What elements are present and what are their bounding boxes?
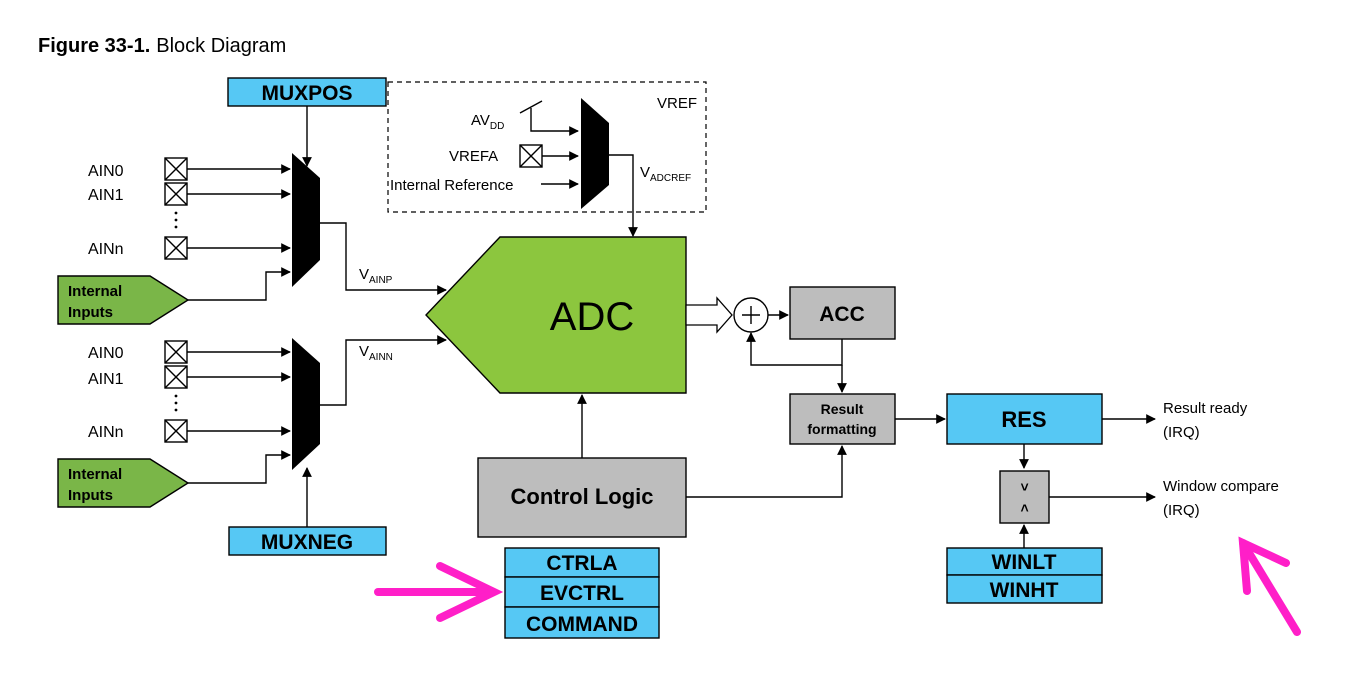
neg-ain1-label: AIN1 xyxy=(88,371,124,388)
result-formatting-block xyxy=(789,393,896,445)
vadcref-wire xyxy=(609,154,638,237)
vainn-label: VAINN xyxy=(359,343,393,363)
vrefa-label: VREFA xyxy=(449,148,498,165)
pos-ellipsis-dots xyxy=(174,211,178,229)
acc-block xyxy=(789,286,896,340)
neg-internal-inputs-line1: Internal xyxy=(68,466,122,483)
muxpos-label: MUXPOS xyxy=(261,82,352,105)
muxpos-register xyxy=(227,77,387,107)
pos-internal-inputs xyxy=(57,275,190,325)
pos-internal-wire xyxy=(188,267,291,301)
pos-ainn-label: AINn xyxy=(88,241,124,258)
command-label: COMMAND xyxy=(526,613,638,636)
pos-ain1-pin xyxy=(164,182,188,206)
figure-caption: Figure 33-1. Block Diagram xyxy=(38,35,286,57)
vainp-wire xyxy=(320,222,447,295)
compare-gt-symbol: > xyxy=(1017,483,1033,491)
vadcref-label: VADCREF xyxy=(640,164,691,184)
neg-ain1-pin xyxy=(164,365,188,389)
compare-lt-symbol: < xyxy=(1017,504,1033,512)
pos-internal-inputs-line1: Internal xyxy=(68,283,122,300)
result-formatting-line1: Result xyxy=(821,401,864,417)
command-register xyxy=(504,606,660,639)
pos-ain0-label: AIN0 xyxy=(88,163,124,180)
annotation-arrow-left xyxy=(374,562,504,622)
control-logic-label: Control Logic xyxy=(511,484,654,509)
window-compare-label: Window compare xyxy=(1163,478,1279,495)
adc-label: ADC xyxy=(550,295,634,339)
winht-register xyxy=(946,574,1103,604)
result-ready-irq-label: (IRQ) xyxy=(1163,424,1200,441)
muxneg-register xyxy=(228,526,387,556)
annotation-arrow-right xyxy=(1238,536,1301,636)
winht-label: WINHT xyxy=(990,579,1059,602)
ctrla-label: CTRLA xyxy=(546,552,617,575)
adc-data-arrow xyxy=(685,296,733,334)
negative-input-mux xyxy=(292,338,320,470)
acc-feedback-wire xyxy=(746,332,843,366)
pos-ain0-pin xyxy=(164,157,188,181)
vrefa-pin xyxy=(519,144,543,168)
avdd-label: AVDD xyxy=(471,112,504,132)
winlt-register xyxy=(946,547,1103,576)
control-to-result-wire xyxy=(686,445,847,498)
figure-number: Figure 33-1. xyxy=(38,35,150,57)
neg-ain0-label: AIN0 xyxy=(88,345,124,362)
figure-title: Block Diagram xyxy=(156,35,286,57)
neg-ellipsis-dots xyxy=(174,394,178,412)
result-ready-label: Result ready xyxy=(1163,400,1248,417)
neg-internal-inputs xyxy=(57,458,190,508)
vref-mux xyxy=(581,98,609,209)
window-compare-irq-label: (IRQ) xyxy=(1163,502,1200,519)
control-registers-stack xyxy=(504,547,660,639)
internal-reference-label: Internal Reference xyxy=(390,177,513,194)
vref-dashed-region xyxy=(387,81,707,213)
pos-internal-inputs-line2: Inputs xyxy=(68,304,113,321)
winlt-label: WINLT xyxy=(992,551,1057,574)
neg-internal-inputs-line2: Inputs xyxy=(68,487,113,504)
neg-ainn-pin xyxy=(164,419,188,443)
neg-ainn-label: AINn xyxy=(88,424,124,441)
neg-internal-wire xyxy=(188,450,291,484)
evctrl-label: EVCTRL xyxy=(540,582,624,605)
res-register xyxy=(946,393,1103,445)
vainn-wire xyxy=(320,335,447,406)
positive-input-mux xyxy=(292,153,320,287)
avdd-wire xyxy=(530,108,579,136)
pos-ain1-label: AIN1 xyxy=(88,187,124,204)
control-logic-block xyxy=(477,457,687,538)
muxneg-label: MUXNEG xyxy=(261,531,353,554)
avdd-supply-symbol xyxy=(519,100,543,114)
result-formatting-line2: formatting xyxy=(807,421,876,437)
acc-label: ACC xyxy=(819,303,865,326)
res-label: RES xyxy=(1001,407,1046,432)
window-comparator xyxy=(999,470,1050,524)
vainp-label: VAINP xyxy=(359,266,393,286)
adder-symbol xyxy=(733,297,769,333)
vref-title: VREF xyxy=(657,95,697,112)
neg-ain0-pin xyxy=(164,340,188,364)
pos-ainn-pin xyxy=(164,236,188,260)
adc-block xyxy=(425,236,687,394)
